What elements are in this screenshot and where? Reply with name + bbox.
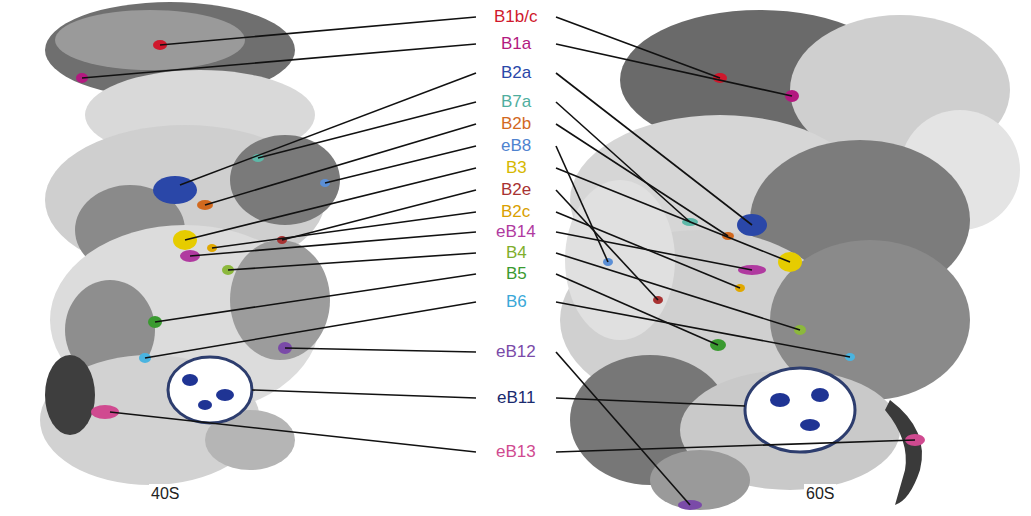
bridge-label: B2c — [499, 202, 532, 222]
bridge-label: B7a — [499, 92, 533, 112]
bridge-label: B1a — [499, 34, 533, 54]
subunit-label: 40S — [149, 484, 181, 504]
bridge-label: eB11 — [495, 388, 537, 408]
bridge-label: B5 — [504, 264, 529, 284]
bridge-label: B6 — [504, 292, 529, 312]
bridge-label: B2e — [499, 180, 533, 200]
bridge-label: B2b — [499, 114, 533, 134]
bridge-label: eB14 — [494, 222, 538, 242]
leader-lines — [82, 17, 915, 505]
bridge-label: B3 — [504, 158, 529, 178]
subunit-40s — [40, 2, 340, 485]
bridge-label: B4 — [504, 243, 529, 263]
subunit-label: 60S — [804, 484, 836, 504]
bridge-patches — [76, 40, 925, 510]
bridge-label: B1b/c — [492, 7, 539, 27]
bridge-label: eB8 — [499, 136, 533, 156]
bridge-label: B2a — [499, 63, 533, 83]
bridge-label: eB12 — [494, 342, 538, 362]
bridge-label: eB13 — [494, 442, 538, 462]
